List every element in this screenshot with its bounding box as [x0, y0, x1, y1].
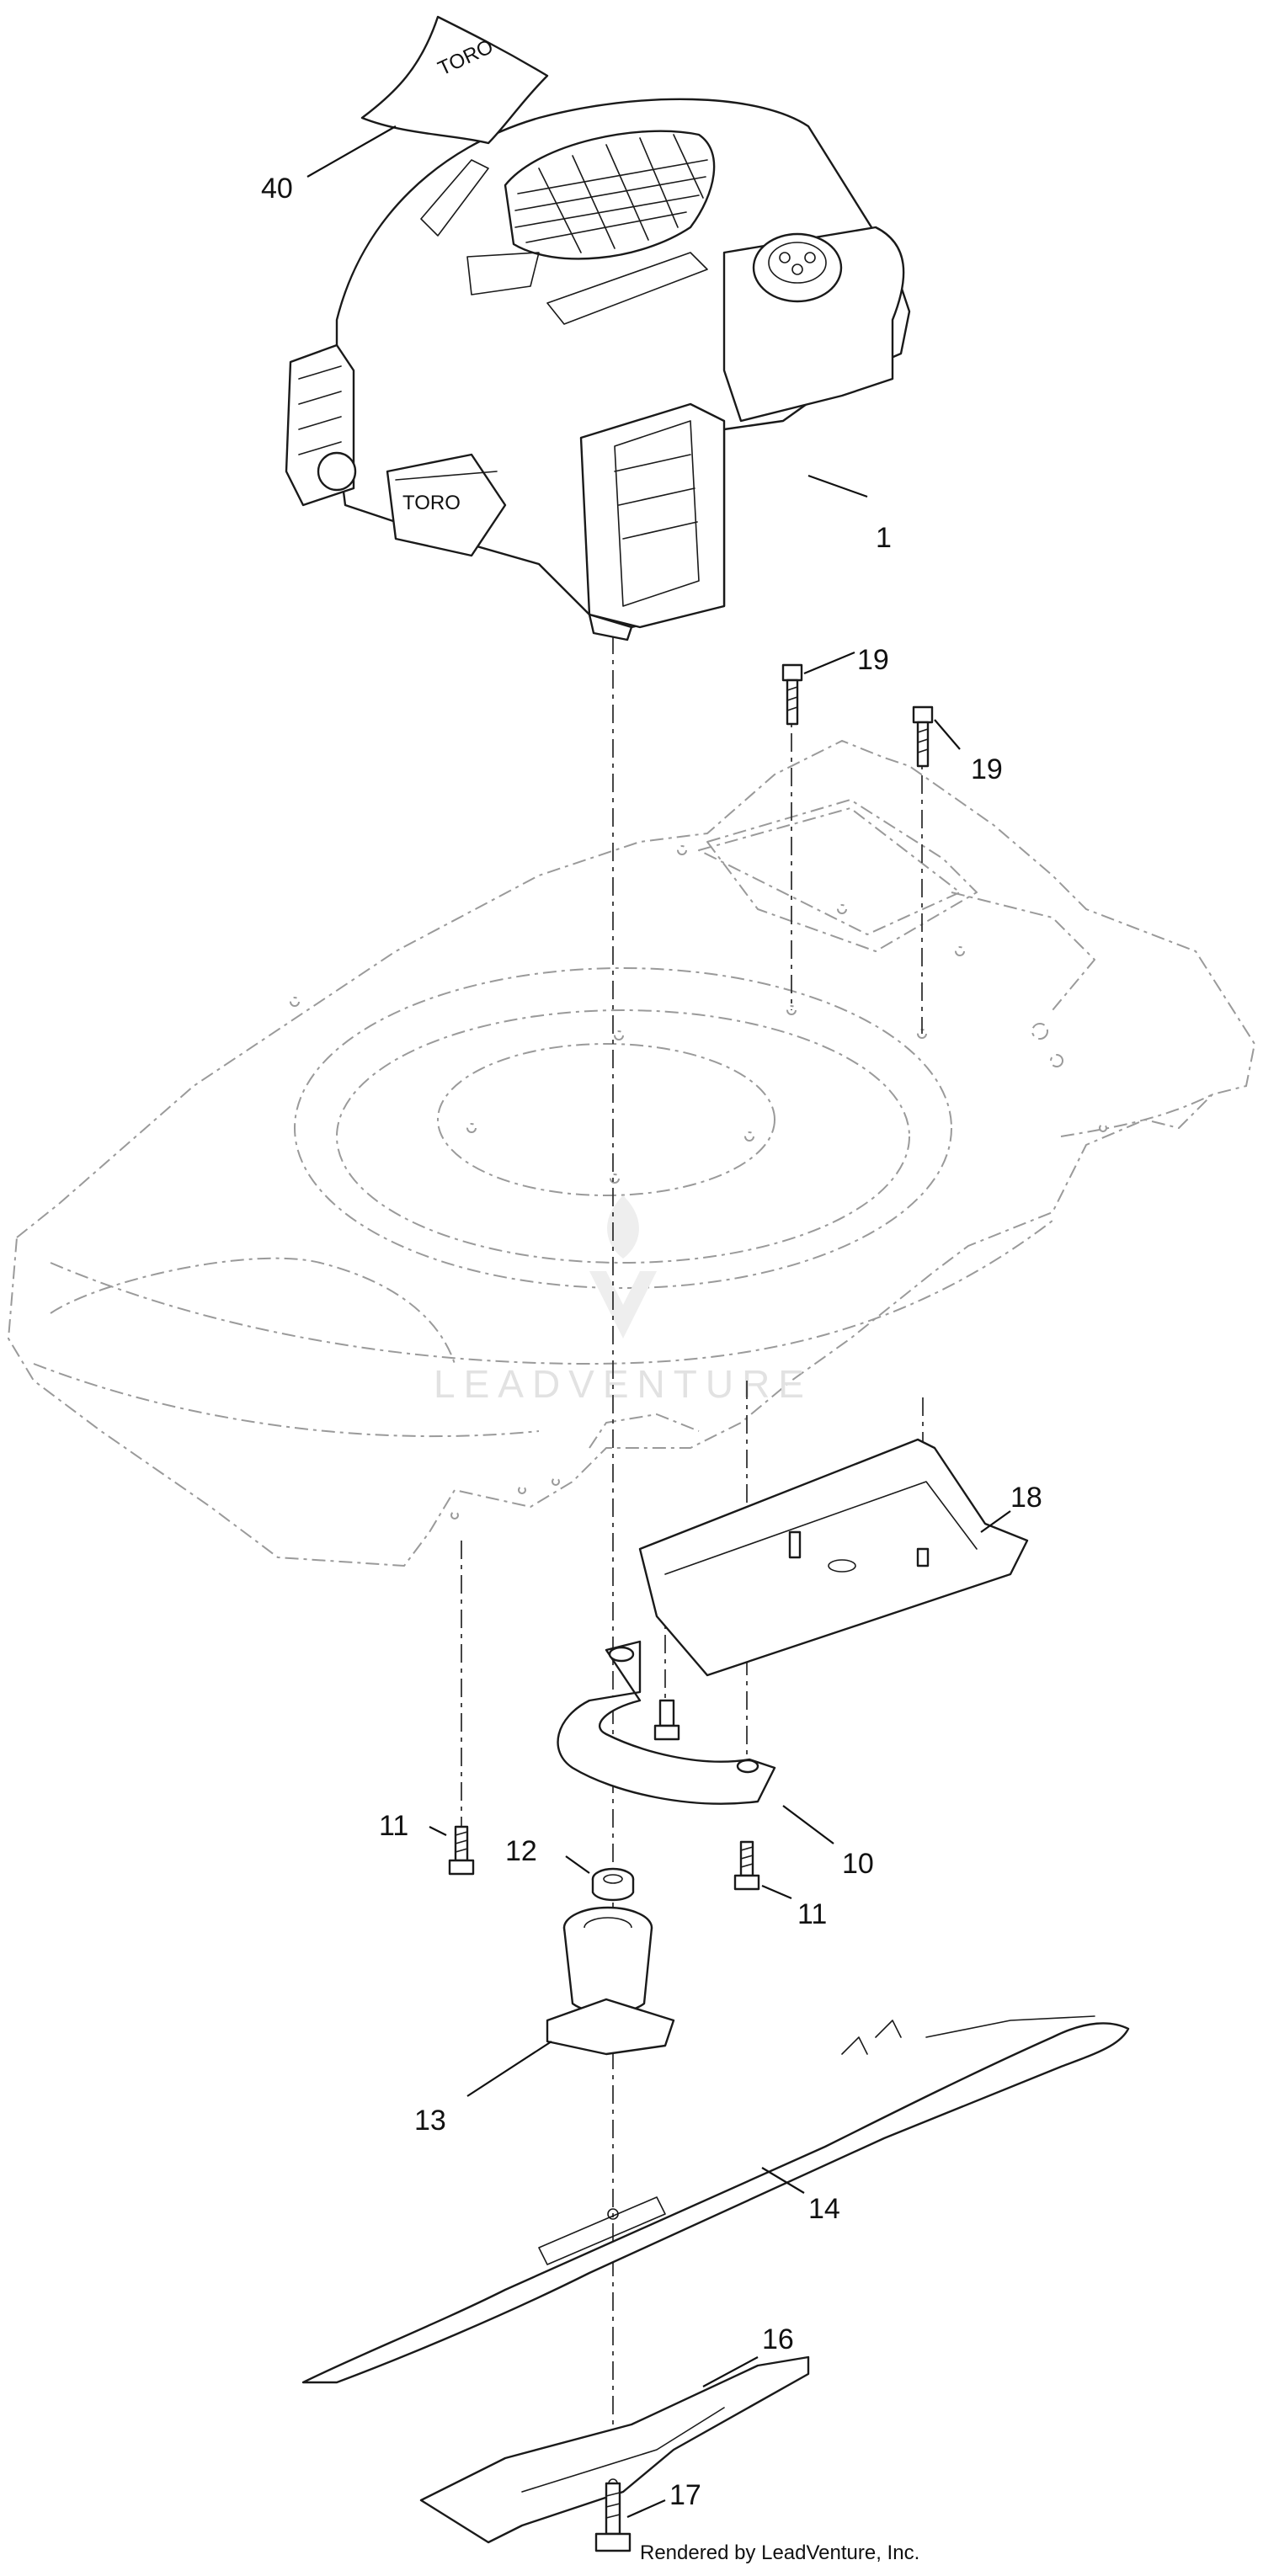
- blade-bolt-17: [594, 2482, 632, 2552]
- callout-40: 40: [261, 173, 293, 205]
- watermark: LEADVENTURE: [434, 1195, 813, 1406]
- callout-16: 16: [762, 2323, 794, 2355]
- credit-text: Rendered by LeadVenture, Inc.: [640, 2541, 919, 2564]
- mulching-baffle: [638, 1438, 1029, 1677]
- callout-numbers: 40 1 19 19 18 10 11 11 12 13 14 16 17: [261, 173, 1042, 2511]
- callout-14: 14: [808, 2193, 840, 2225]
- engine: TORO: [285, 98, 911, 641]
- bolt-19-right: [912, 705, 934, 768]
- watermark-text: LEADVENTURE: [434, 1362, 813, 1406]
- bolt-19-left: [781, 663, 803, 726]
- callout-12: 12: [505, 1835, 537, 1867]
- blade-adapter-bracket: [557, 1640, 776, 1805]
- engine-decal: TORO: [360, 15, 549, 145]
- callout-18: 18: [1010, 1482, 1042, 1514]
- bolt-11-left: [448, 1825, 475, 1876]
- callout-11-right: 11: [797, 1898, 827, 1930]
- callout-10: 10: [842, 1848, 874, 1880]
- mower-blade: [301, 2015, 1130, 2384]
- nut-12: [591, 1867, 635, 1902]
- callout-13: 13: [414, 2105, 446, 2137]
- blade-adapter: [546, 1906, 675, 2056]
- engine-oil-badge: TORO: [402, 492, 461, 514]
- leader-lines: [306, 125, 1011, 2519]
- callout-11-left: 11: [379, 1810, 408, 1842]
- blade-baffle-16: [419, 2355, 810, 2544]
- callout-1: 1: [876, 522, 892, 554]
- callout-19-right: 19: [971, 753, 1003, 785]
- callout-19-top: 19: [857, 644, 889, 676]
- bolt-11-right: [733, 1840, 760, 1891]
- mower-deck: [7, 739, 1256, 1567]
- callout-17: 17: [669, 2479, 701, 2511]
